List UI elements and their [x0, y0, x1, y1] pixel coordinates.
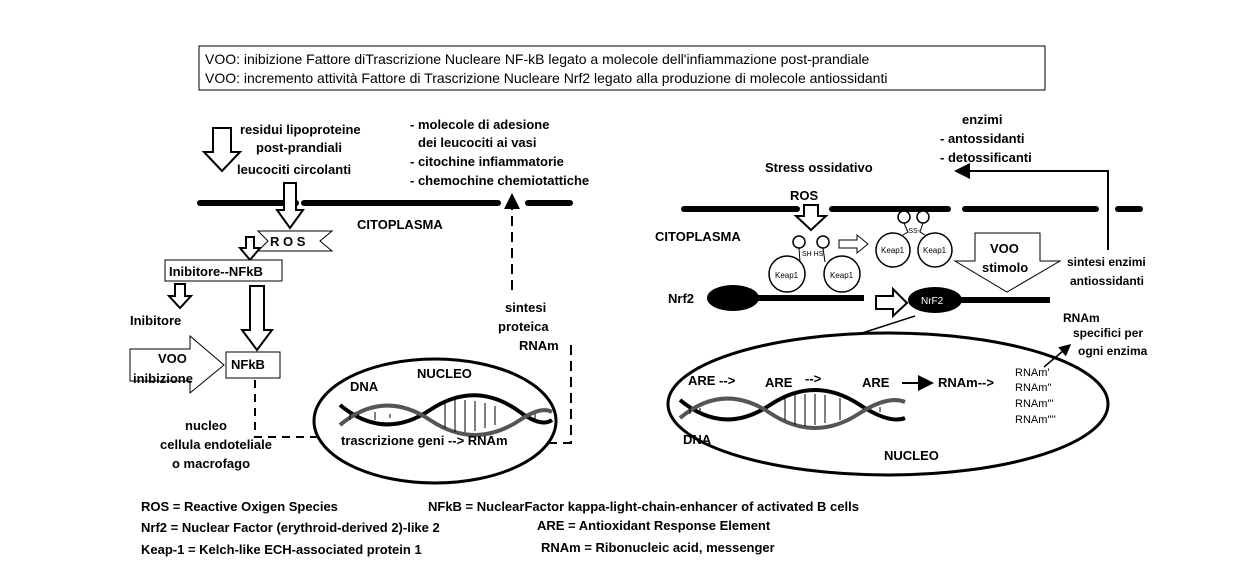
residui-line-2: post-prandiali [256, 140, 342, 155]
nucleo-left-label: NUCLEO [417, 366, 472, 381]
right-arrow-nrf2-icon [875, 286, 909, 319]
voo-stimolo-arrow [953, 232, 1062, 293]
ros-left-label: R O S [270, 234, 306, 249]
keap1-d-label: Keap1 [923, 246, 947, 255]
nrf2-free-body [908, 287, 962, 313]
arrow-rnam-out [1043, 344, 1072, 368]
header-line-2: VOO: incremento attività Fattore di Tras… [205, 70, 887, 86]
molecole-line-4: - chemochine chemiotattiche [410, 173, 589, 188]
are-3-label: ARE [862, 375, 890, 390]
nrf2-box-label: NrF2 [921, 296, 944, 307]
legend-rnam: RNAm = Ribonucleic acid, messenger [541, 540, 775, 555]
dna-right-label: DNA [683, 432, 712, 447]
keap1-c-label: Keap1 [881, 246, 905, 255]
down-arrow-membrane-icon [275, 182, 305, 230]
keap1-oxidized-icon [875, 210, 953, 268]
nucleo-desc-line-1: nucleo [185, 418, 227, 433]
nrf2-bound-body [707, 285, 759, 311]
legend-nfkb: NFkB = NuclearFactor kappa-light-chain-e… [428, 499, 859, 514]
keap1-b-label: Keap1 [830, 271, 854, 280]
residui-line-3: leucociti circolanti [237, 162, 351, 177]
specifici-line-2: ogni enzima [1078, 344, 1148, 358]
voo-inibizione-arrow [129, 334, 225, 395]
down-arrow-nfkb-icon [240, 285, 274, 352]
dna-helix-left-icon [338, 393, 554, 437]
legend-nrf2: Nrf2 = Nuclear Factor (erythroid-derived… [141, 520, 440, 535]
header-line-1: VOO: inibizione Fattore diTrascrizione N… [205, 51, 870, 67]
sh-hs-label: SH HS [802, 251, 824, 258]
legend-are: ARE = Antioxidant Response Element [537, 518, 771, 533]
nfkb-label: NFkB [231, 357, 265, 372]
rnam-list-3: RNAm''' [1015, 398, 1054, 410]
voo-right-label: VOO [990, 241, 1019, 256]
enzimi-line-2: - antossidanti [940, 131, 1025, 146]
inibitore-nfkb-label: Inibitore--NFkB [169, 264, 263, 279]
enzimi-line-1: enzimi [962, 112, 1002, 127]
dashed-nfkb-to-nucleus [254, 380, 338, 445]
arrow-sintesi-to-enzimi [954, 163, 1109, 248]
voo-left-label: VOO [158, 351, 187, 366]
stress-label: Stress ossidativo [765, 160, 873, 175]
arrow-small-label: --> [805, 371, 822, 386]
inibitore-nfkb-box [164, 259, 283, 282]
dna-helix-right-icon [678, 388, 906, 430]
sintesi-enzimi-line-1: sintesi enzimi [1067, 255, 1146, 269]
legend-keap: Keap-1 = Kelch-like ECH-associated prote… [141, 542, 422, 557]
inibitore-label: Inibitore [130, 313, 181, 328]
are-2-label: ARE [765, 375, 793, 390]
nfkb-box [225, 351, 281, 379]
sintesi-enzimi-line-2: antiossidanti [1070, 274, 1144, 288]
are-1-label: ARE --> [688, 373, 736, 388]
molecole-line-3: - citochine infiammatorie [410, 154, 564, 169]
trascrizione-label: trascrizione geni --> RNAm [341, 433, 508, 448]
residui-line-1: residui lipoproteine [240, 122, 361, 137]
nucleo-right-label: NUCLEO [884, 448, 939, 463]
rnam-list-1: RNAm' [1015, 367, 1050, 379]
down-arrow-inibitore-icon [166, 283, 194, 310]
nrf2-label: Nrf2 [668, 291, 694, 306]
molecole-line-2: dei leucociti ai vasi [418, 135, 537, 150]
rnam-arrow-label: RNAm--> [938, 375, 994, 390]
legend-ros: ROS = Reactive Oxigen Species [141, 499, 338, 514]
rnam-right-label: RNAm [1063, 311, 1100, 325]
down-arrow-lipoproteine-icon [201, 127, 243, 173]
specifici-line-1: specifici per [1073, 326, 1143, 340]
keap1-reduced-icon [768, 235, 861, 293]
enzimi-line-3: - detossificanti [940, 150, 1032, 165]
dashed-sintesi-return [547, 345, 572, 444]
inibizione-label: inibizione [133, 371, 193, 386]
molecole-line-1: - molecole di adesione [410, 117, 549, 132]
ros-banner [256, 230, 334, 252]
rnam-list-2: RNAm'' [1015, 382, 1052, 394]
nucleo-desc-line-3: o macrofago [172, 456, 250, 471]
stimolo-label: stimolo [982, 260, 1028, 275]
nucleo-desc-line-2: cellula endoteliale [160, 437, 272, 452]
sintesi-line-2: proteica [498, 319, 549, 334]
citoplasma-right-label: CITOPLASMA [655, 229, 741, 244]
down-arrow-ros-icon [237, 236, 263, 262]
ros-right-label: ROS [790, 188, 819, 203]
sintesi-line-1: sintesi [505, 300, 546, 315]
down-arrow-ros-right-icon [793, 204, 829, 232]
citoplasma-left-label: CITOPLASMA [357, 217, 443, 232]
nucleus-right [666, 331, 1110, 477]
ss-label: -SS- [906, 228, 921, 235]
keap1-a-label: Keap1 [775, 271, 799, 280]
dna-left-label: DNA [350, 379, 379, 394]
header-box [198, 45, 1046, 91]
right-arrow-keap-icon [838, 233, 869, 255]
sintesi-line-3: RNAm [519, 338, 559, 353]
rnam-list-4: RNAm'''' [1015, 414, 1056, 426]
